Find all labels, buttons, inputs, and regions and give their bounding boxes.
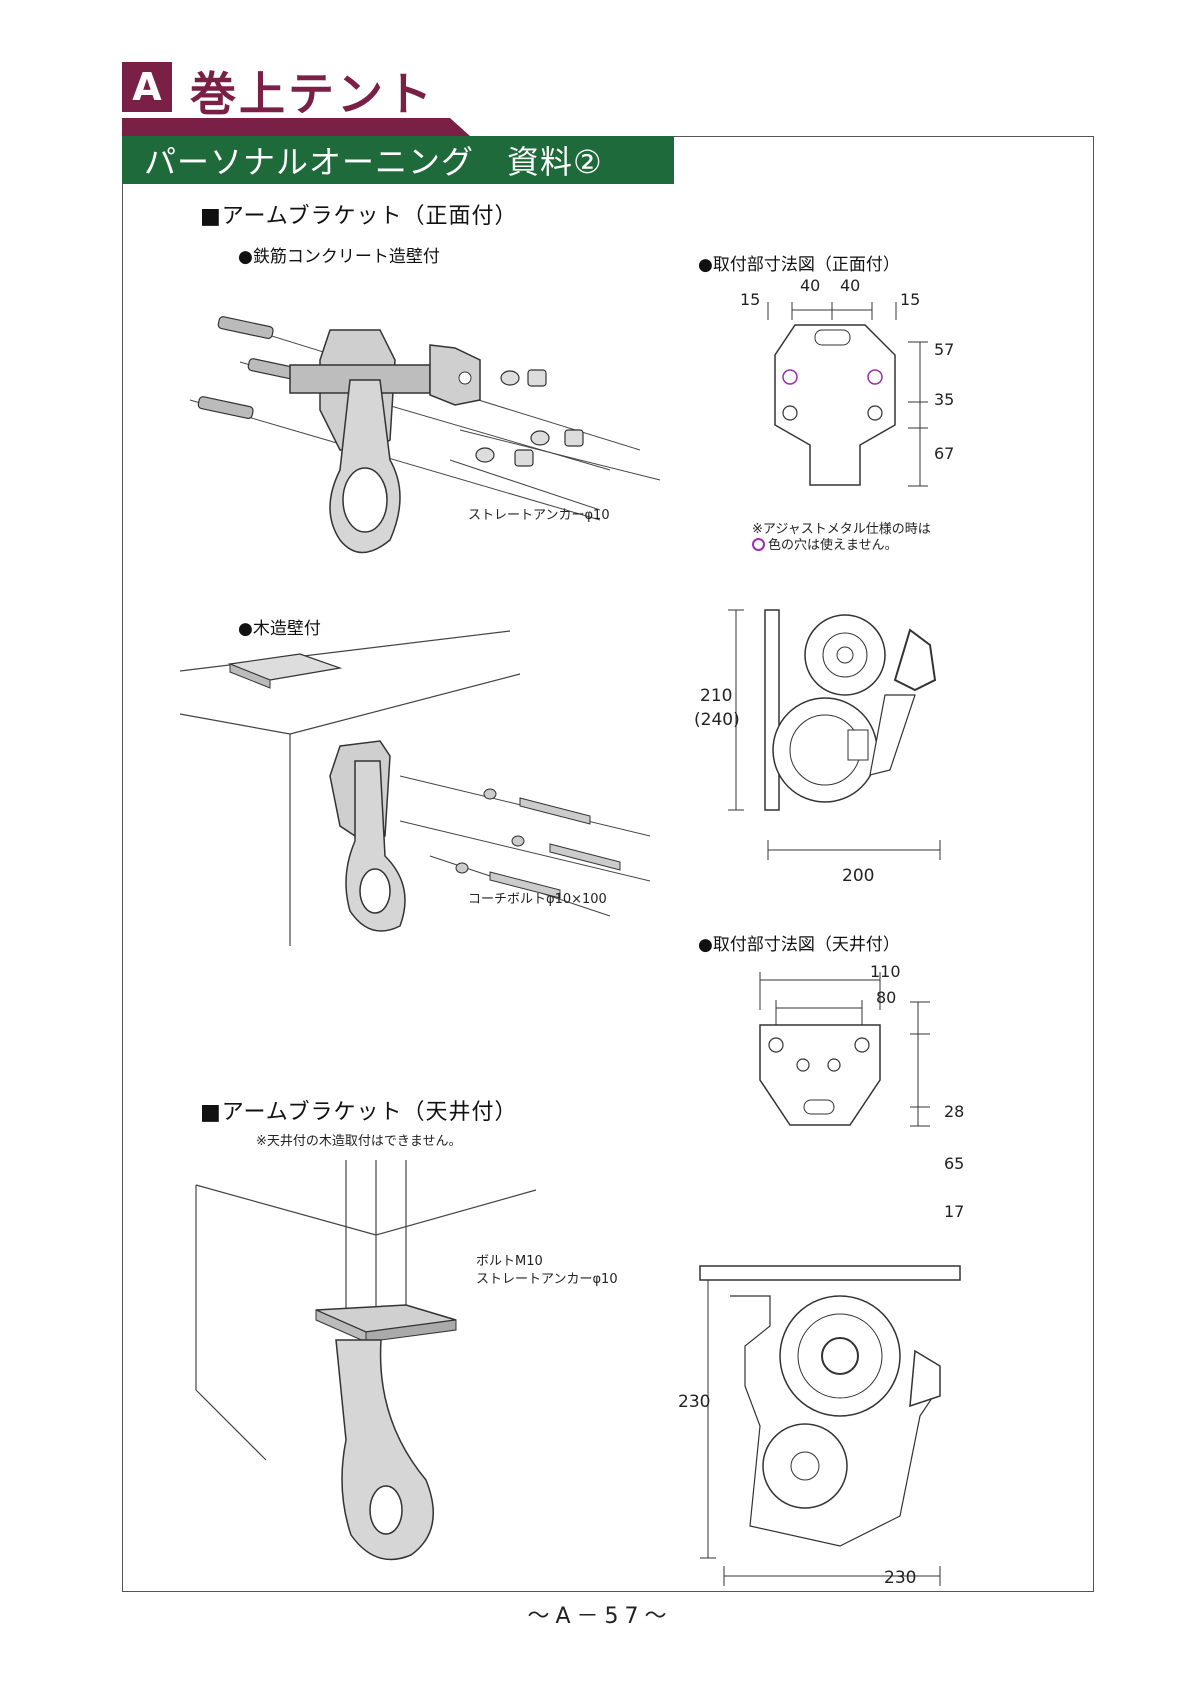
wood-bolt-caption: コーチボルトφ10×100 — [468, 892, 607, 907]
wood-bracket-illustration — [179, 630, 651, 946]
ceiling-dim-top-1: 110 — [870, 962, 901, 981]
header-underline — [122, 118, 470, 136]
front-dim-top-3: 40 — [840, 276, 861, 295]
ceiling-heading: ■アームブラケット（天井付） — [200, 1100, 518, 1125]
chapter-title: 巻上テント — [190, 67, 435, 121]
front-dim-top-1: 15 — [740, 290, 761, 309]
purple-hole-marker — [752, 538, 765, 551]
front-side-width: 200 — [842, 866, 875, 886]
ceiling-dim-top-2: 80 — [876, 988, 897, 1007]
front-dim-title: ●取付部寸法図（正面付） — [698, 255, 900, 275]
concrete-label: ●鉄筋コンクリート造壁付 — [238, 247, 440, 267]
wood-label: ●木造壁付 — [238, 619, 321, 639]
front-side-height-alt: (240) — [694, 710, 740, 730]
ceiling-dim-title: ●取付部寸法図（天井付） — [698, 935, 900, 955]
ceiling-side-height: 230 — [678, 1392, 711, 1412]
ceiling-wood-note: ※天井付の木造取付はできません。 — [256, 1134, 462, 1149]
page-number: ～A－57～ — [527, 1604, 673, 1629]
front-dim-drawing — [767, 302, 928, 487]
ceiling-dim-right-3: 17 — [944, 1202, 965, 1221]
ceiling-bracket-illustration — [195, 1160, 537, 1561]
front-heading: ■アームブラケット（正面付） — [200, 204, 518, 229]
ceiling-bolt-label: ボルトM10 — [476, 1254, 543, 1269]
front-dim-right-3: 67 — [934, 444, 955, 463]
front-dim-right-2: 35 — [934, 390, 955, 409]
ceiling-dim-right-2: 65 — [944, 1154, 965, 1173]
adjust-metal-note-1: ※アジャストメタル仕様の時は — [752, 522, 931, 537]
ceiling-dim-drawing — [759, 972, 930, 1127]
ceiling-side-view — [699, 1265, 961, 1586]
ceiling-side-width: 230 — [884, 1568, 917, 1588]
chapter-badge: A — [122, 62, 172, 112]
section-banner: パーソナルオーニング 資料② — [122, 136, 674, 184]
concrete-bracket-illustration — [189, 316, 661, 554]
ceiling-dim-right-1: 28 — [944, 1102, 965, 1121]
front-dim-right-1: 57 — [934, 340, 955, 359]
front-side-height: 210 — [700, 686, 733, 706]
ceiling-anchor-label: ストレートアンカーφ10 — [476, 1272, 618, 1287]
adjust-metal-note-2: 色の穴は使えません。 — [768, 538, 898, 553]
concrete-anchor-caption: ストレートアンカーφ10 — [468, 508, 610, 523]
front-dim-top-2: 40 — [800, 276, 821, 295]
front-dim-top-4: 15 — [900, 290, 921, 309]
front-side-view — [728, 609, 941, 860]
